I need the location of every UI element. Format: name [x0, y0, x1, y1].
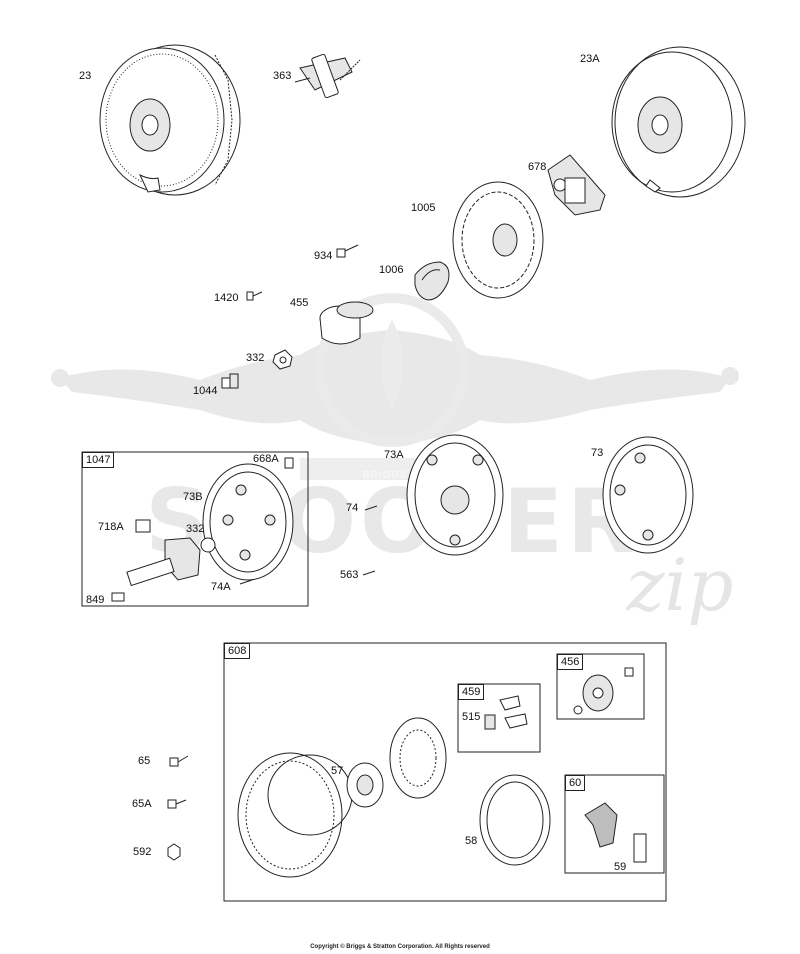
fitting-1044 [221, 373, 239, 389]
label-73B: 73B [183, 491, 203, 503]
screw-74 [364, 505, 378, 511]
kit-box-608 [223, 642, 667, 902]
spring-57 [346, 762, 384, 808]
label-23A: 23A [580, 53, 600, 65]
kit-box-1047 [81, 451, 309, 607]
screen-73A [406, 434, 504, 556]
label-58: 58 [465, 835, 478, 847]
clip-1006 [414, 261, 450, 301]
nut-332 [272, 349, 293, 370]
box-label-608: 608 [224, 643, 251, 659]
label-65: 65 [138, 755, 151, 767]
retainer-456 [573, 667, 634, 715]
label-592: 592 [133, 846, 152, 858]
flywheel-23 [99, 44, 241, 196]
label-23: 23 [79, 70, 92, 82]
label-73: 73 [591, 447, 604, 459]
box-label-456: 456 [557, 654, 584, 670]
pulley-assembly [389, 717, 447, 799]
watermark-script: zip [625, 543, 733, 627]
label-1006: 1006 [379, 264, 404, 276]
kit-box-60 [564, 774, 665, 874]
label-65A: 65A [132, 798, 152, 810]
screen-73 [602, 436, 694, 554]
screen-73B [202, 463, 294, 581]
screw-1420 [246, 291, 263, 301]
label-57: 57 [331, 765, 344, 777]
armature-678 [547, 154, 606, 216]
label-59: 59 [614, 861, 627, 873]
nut-592 [167, 843, 181, 861]
nut-332-kit [200, 537, 216, 553]
copyright-footer: Copyright © Briggs & Stratton Corporatio… [310, 944, 490, 950]
fan-1005 [452, 181, 544, 299]
label-1005: 1005 [411, 202, 436, 214]
bolt-849 [111, 592, 125, 602]
insert-59 [633, 833, 647, 863]
screw-74A [239, 579, 253, 585]
label-563: 563 [340, 569, 359, 581]
screw-65A [167, 799, 187, 809]
label-1044: 1044 [193, 385, 218, 397]
label-849: 849 [86, 594, 105, 606]
label-455: 455 [290, 297, 309, 309]
label-515: 515 [462, 711, 481, 723]
kit-box-456 [556, 653, 645, 720]
bolt-934 [336, 244, 359, 258]
label-678: 678 [528, 161, 547, 173]
label-934: 934 [314, 250, 333, 262]
sleeve-718A [135, 519, 151, 533]
label-363: 363 [273, 70, 292, 82]
spring-515 [484, 714, 496, 730]
label-73A: 73A [384, 449, 404, 461]
label-718A: 718A [98, 521, 124, 533]
label-668A: 668A [253, 453, 279, 465]
label-332: 332 [246, 352, 265, 364]
label-74: 74 [346, 502, 359, 514]
label-332-kit: 332 [186, 523, 205, 535]
rope-58 [479, 774, 551, 866]
screw-65 [169, 755, 189, 767]
kit-box-459 [457, 683, 541, 753]
pawls-459 [499, 695, 528, 729]
label-1420: 1420 [214, 292, 239, 304]
flywheel-23A [611, 46, 746, 198]
shaft-assembly [126, 537, 201, 587]
box-label-60: 60 [565, 775, 586, 791]
box-label-459: 459 [458, 684, 485, 700]
cup-455 [319, 301, 374, 345]
label-74A: 74A [211, 581, 231, 593]
box-label-1047: 1047 [82, 452, 115, 468]
handle-60 [584, 802, 618, 848]
bracket-363 [294, 53, 361, 99]
bolt-668A [284, 457, 294, 469]
screw-563 [362, 570, 376, 576]
